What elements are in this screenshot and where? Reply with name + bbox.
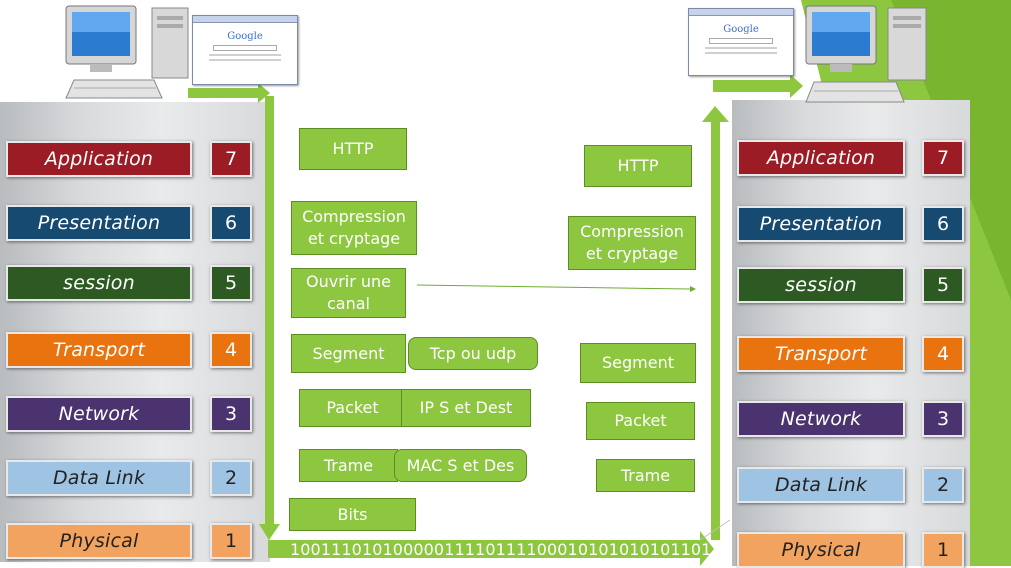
layer-network-left: Network xyxy=(6,396,192,432)
receiver-browser-window: Google xyxy=(688,8,794,76)
layer-session-left: session xyxy=(6,265,192,301)
layer-number-3-left: 3 xyxy=(210,396,252,432)
layer-number-6-right: 6 xyxy=(922,206,964,242)
receiver-computer-icon xyxy=(805,5,927,103)
bitstream-text: 1001110101000001111011110001010101010110… xyxy=(290,540,712,559)
layer-number-4-right: 4 xyxy=(922,336,964,372)
bottom-arrow-right xyxy=(268,531,714,566)
layer-number-2-right: 2 xyxy=(922,467,964,503)
layer-network-right: Network xyxy=(737,401,905,437)
sender-segment-box: Segment xyxy=(291,334,406,373)
session-link-arrowhead xyxy=(690,286,696,292)
arrow-right-top-left xyxy=(188,83,270,103)
left-down-arrowhead xyxy=(259,524,280,540)
layer-number-2-left: 2 xyxy=(210,460,252,496)
google-logo-right: Google xyxy=(723,24,759,35)
layer-datalink-right: Data Link xyxy=(737,467,905,503)
session-link-line xyxy=(416,284,691,290)
sender-compression-box: Compression et cryptage xyxy=(291,201,417,255)
layer-number-4-left: 4 xyxy=(210,332,252,368)
left-down-line xyxy=(265,96,274,524)
layer-transport-right: Transport xyxy=(737,336,905,372)
sender-packet-box: Packet xyxy=(299,389,406,427)
layer-datalink-left: Data Link xyxy=(6,460,192,496)
sender-tcp-box: Tcp ou udp xyxy=(408,337,538,370)
receiver-trame-box: Trame xyxy=(596,459,695,492)
arrow-right-top-right xyxy=(713,74,803,98)
sender-http-box: HTTP xyxy=(299,128,407,170)
layer-transport-left: Transport xyxy=(6,332,192,368)
layer-presentation-right: Presentation xyxy=(737,206,905,242)
layer-number-5-left: 5 xyxy=(210,265,252,301)
receiver-packet-box: Packet xyxy=(586,402,695,440)
layer-number-7-left: 7 xyxy=(210,141,252,177)
sender-browser-window: Google xyxy=(192,15,298,85)
layer-number-6-left: 6 xyxy=(210,205,252,241)
sender-ouvrir-box: Ouvrir une canal xyxy=(291,268,406,318)
sender-ip-box: IP S et Dest xyxy=(401,389,531,427)
sender-computer-icon xyxy=(65,5,189,99)
decorative-diagonal xyxy=(699,519,731,541)
sender-bits-box: Bits xyxy=(289,498,416,531)
layer-number-1-left: 1 xyxy=(210,523,252,559)
receiver-segment-box: Segment xyxy=(580,343,696,383)
sender-mac-box: MAC S et Des xyxy=(394,449,527,482)
receiver-http-box: HTTP xyxy=(584,145,692,187)
google-logo: Google xyxy=(227,31,263,42)
layer-number-5-right: 5 xyxy=(922,267,964,303)
layer-presentation-left: Presentation xyxy=(6,205,192,241)
layer-number-1-right: 1 xyxy=(922,532,964,568)
layer-number-7-right: 7 xyxy=(922,140,964,176)
layer-application-right: Application xyxy=(737,140,905,176)
layer-number-3-right: 3 xyxy=(922,401,964,437)
right-up-line xyxy=(711,120,720,540)
layer-application-left: Application xyxy=(6,141,192,177)
right-up-arrowhead xyxy=(702,106,729,122)
sender-trame-box: Trame xyxy=(299,449,398,482)
receiver-compression-box: Compression et cryptage xyxy=(568,216,696,270)
layer-physical-left: Physical xyxy=(6,523,192,559)
layer-session-right: session xyxy=(737,267,905,303)
